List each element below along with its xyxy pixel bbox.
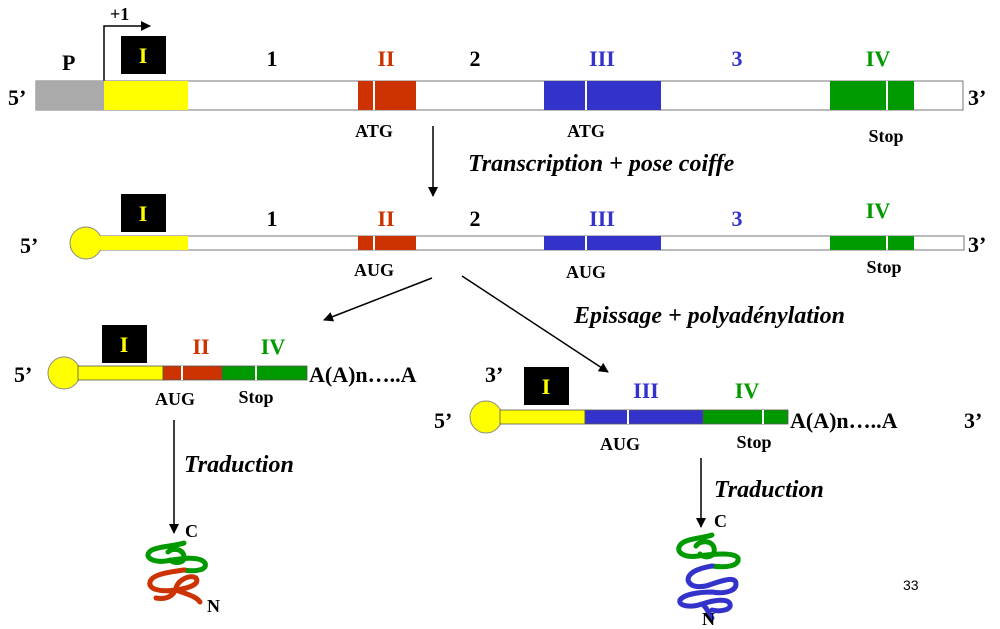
protein-left-n-terminus: N bbox=[207, 596, 220, 616]
exon-I-label: I bbox=[139, 43, 148, 68]
exon-I-label-box bbox=[121, 36, 166, 74]
mrna-left-polyA: A(A)n…..A bbox=[309, 362, 417, 387]
dna-backbone bbox=[35, 80, 964, 111]
mrna-right-3prime: 3’ bbox=[964, 408, 982, 433]
stop-codon: Stop bbox=[736, 432, 771, 452]
protein-left-domain-IV bbox=[145, 540, 208, 574]
mrna-right-exon-I bbox=[499, 409, 586, 425]
intron-2-label: 2 bbox=[470, 46, 481, 71]
exon-IV-label: IV bbox=[735, 378, 760, 403]
promoter-region bbox=[36, 81, 104, 110]
splicing-arrow-left bbox=[323, 277, 433, 322]
start-codon-II: ATG bbox=[355, 121, 393, 141]
gene-exon-III bbox=[544, 81, 661, 110]
mrna-left: 5’ I II IV A(A)n…..A 3’ AUG Stop bbox=[14, 325, 503, 409]
protein-left: C N bbox=[145, 521, 220, 616]
mrna-left-3prime: 3’ bbox=[485, 362, 503, 387]
mrna-left-5prime: 5’ bbox=[14, 362, 32, 387]
stop-codon: Stop bbox=[866, 257, 901, 277]
exon-II-label: II bbox=[192, 334, 209, 359]
exon-IV-label: IV bbox=[261, 334, 286, 359]
mrna-right-polyA: A(A)n…..A bbox=[790, 408, 898, 433]
mrna-left-exon-II bbox=[162, 365, 223, 381]
splicing-arrow-right bbox=[461, 275, 609, 373]
mrna-right-exon-IV bbox=[702, 409, 789, 425]
mrna-right-5prime: 5’ bbox=[434, 408, 452, 433]
exon-IV-label: IV bbox=[866, 198, 891, 223]
exon-III-label: III bbox=[633, 378, 659, 403]
exon-III-label: III bbox=[589, 206, 615, 231]
gene-exon-IV bbox=[830, 81, 914, 110]
intron-3-label: 3 bbox=[732, 46, 743, 71]
intron-3-label: 3 bbox=[732, 206, 743, 231]
mrna-left-exon-I bbox=[77, 365, 164, 381]
protein-left-domain-II bbox=[147, 567, 203, 605]
protein-right: C N bbox=[676, 511, 741, 629]
exon-III-label: III bbox=[589, 46, 615, 71]
tss-label: +1 bbox=[110, 4, 129, 24]
start-codon-III: AUG bbox=[566, 262, 606, 282]
mrna-right: 5’ I III IV A(A)n…..A 3’ AUG Stop bbox=[434, 367, 982, 454]
protein-right-domain-IV bbox=[676, 532, 741, 570]
premrna-exon-IV bbox=[830, 236, 914, 250]
gene-dna: +1 5’ P I 1 II 2 III 3 IV 3’ ATG ATG Sto… bbox=[8, 4, 986, 146]
protein-left-c-terminus: C bbox=[185, 521, 198, 541]
cap-icon bbox=[69, 226, 103, 260]
protein-right-c-terminus: C bbox=[714, 511, 727, 531]
mrna-right-exon-III bbox=[584, 409, 704, 425]
exon-IV-label: IV bbox=[866, 46, 891, 71]
step1-label: Transcription + pose coiffe bbox=[468, 151, 735, 177]
tss-arrow bbox=[103, 21, 151, 81]
intron-1-label: 1 bbox=[267, 46, 278, 71]
gene-exon-II bbox=[358, 81, 416, 110]
gene-5prime: 5’ bbox=[8, 85, 26, 110]
premrna-exon-II bbox=[358, 236, 416, 250]
cap-icon bbox=[47, 356, 81, 390]
exon-II-label: II bbox=[377, 206, 394, 231]
step2-label: Epissage + polyadénylation bbox=[573, 303, 845, 329]
exon-I-label-box bbox=[102, 325, 147, 363]
exon-I-label-box bbox=[121, 194, 166, 232]
exon-I-label: I bbox=[120, 332, 129, 357]
gene-exon-I bbox=[104, 81, 188, 110]
promoter-label: P bbox=[62, 50, 75, 75]
translation-right-label: Traduction bbox=[714, 477, 824, 503]
gene-3prime: 3’ bbox=[968, 85, 986, 110]
exon-I-label: I bbox=[542, 374, 551, 399]
start-codon-III: ATG bbox=[567, 121, 605, 141]
mrna-left-exon-IV bbox=[221, 365, 308, 381]
pre-mrna: 5’ I 1 II 2 III 3 IV 3’ AUG AUG Stop bbox=[20, 194, 986, 282]
exon-I-label: I bbox=[139, 201, 148, 226]
cap-icon bbox=[469, 400, 503, 434]
intron-2-label: 2 bbox=[470, 206, 481, 231]
protein-right-domain-III bbox=[677, 563, 739, 621]
protein-right-n-terminus: N bbox=[702, 609, 715, 629]
intron-1-label: 1 bbox=[267, 206, 278, 231]
exon-II-label: II bbox=[377, 46, 394, 71]
start-codon-II: AUG bbox=[354, 260, 394, 280]
stop-codon: Stop bbox=[238, 387, 273, 407]
premrna-exon-III bbox=[544, 236, 661, 250]
stop-codon: Stop bbox=[868, 126, 903, 146]
premrna-3prime: 3’ bbox=[968, 232, 986, 257]
page-number: 33 bbox=[903, 577, 919, 593]
translation-left-label: Traduction bbox=[184, 452, 294, 478]
start-codon: AUG bbox=[155, 389, 195, 409]
premrna-5prime: 5’ bbox=[20, 233, 38, 258]
premrna-exon-I bbox=[100, 236, 188, 250]
exon-I-label-box bbox=[524, 367, 569, 405]
start-codon: AUG bbox=[600, 434, 640, 454]
